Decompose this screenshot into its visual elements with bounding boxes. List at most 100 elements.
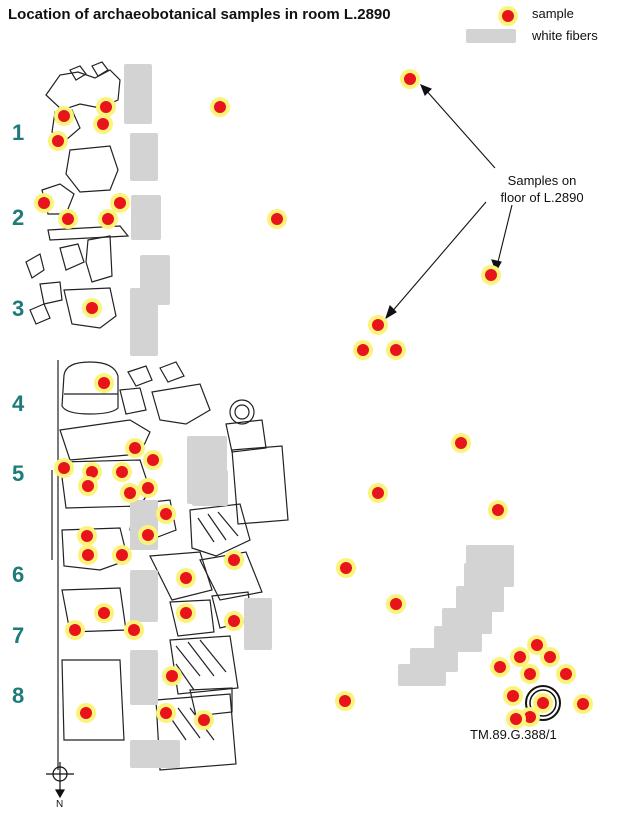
- sample-dot: [390, 598, 402, 610]
- samples-layer: [34, 6, 593, 730]
- floor-annotation-line2: floor of L.2890: [500, 190, 584, 205]
- sample-dot: [116, 549, 128, 561]
- sample-dot: [492, 504, 504, 516]
- white-fiber-patch: [398, 664, 446, 686]
- white-fiber-patch: [124, 64, 152, 124]
- white-fiber-patch: [130, 740, 180, 768]
- legend-sample-label: sample: [532, 6, 574, 21]
- sample-marker: [451, 433, 471, 453]
- sample-dot: [531, 639, 543, 651]
- sample-dot: [166, 670, 178, 682]
- sample-marker: [94, 603, 114, 623]
- sample-marker: [176, 568, 196, 588]
- row-label-3: 3: [12, 296, 25, 321]
- sample-marker: [112, 545, 132, 565]
- sample-marker: [112, 462, 132, 482]
- sample-dot: [340, 562, 352, 574]
- sample-marker: [481, 265, 501, 285]
- sample-marker: [94, 373, 114, 393]
- white-fiber-patch: [130, 304, 158, 356]
- sample-marker: [224, 611, 244, 631]
- sample-marker: [533, 693, 553, 713]
- sample-dot: [524, 668, 536, 680]
- sample-dot: [86, 302, 98, 314]
- sample-marker: [156, 703, 176, 723]
- sample-marker: [267, 209, 287, 229]
- white-fiber-patch: [192, 470, 228, 506]
- sample-dot: [82, 480, 94, 492]
- sample-marker: [143, 450, 163, 470]
- white-fiber-patch: [244, 598, 272, 650]
- sample-marker: [210, 97, 230, 117]
- sample-dot: [514, 651, 526, 663]
- sample-marker: [58, 209, 78, 229]
- sample-dot: [82, 549, 94, 561]
- sample-marker: [510, 647, 530, 667]
- sample-dot: [116, 466, 128, 478]
- sample-marker: [120, 483, 140, 503]
- sample-dot: [160, 707, 172, 719]
- white-fiber-patch: [130, 133, 158, 181]
- sample-dot: [404, 73, 416, 85]
- sample-dot: [38, 197, 50, 209]
- sample-dot: [100, 101, 112, 113]
- row-label-4: 4: [12, 391, 25, 416]
- legend-sample-marker: [498, 6, 518, 26]
- sample-marker: [573, 694, 593, 714]
- sample-dot: [52, 135, 64, 147]
- sample-marker: [335, 691, 355, 711]
- sample-marker: [98, 209, 118, 229]
- sample-dot: [180, 607, 192, 619]
- sample-dot: [494, 661, 506, 673]
- sample-marker: [162, 666, 182, 686]
- sample-dot: [228, 554, 240, 566]
- sample-dot: [214, 101, 226, 113]
- sample-dot: [198, 714, 210, 726]
- sample-dot: [69, 624, 81, 636]
- compass-cross-icon: [46, 762, 74, 799]
- sample-marker: [96, 97, 116, 117]
- sample-marker: [386, 340, 406, 360]
- sample-dot: [86, 466, 98, 478]
- sample-dot: [502, 10, 514, 22]
- floor-annotation-line1: Samples on: [507, 173, 577, 188]
- sample-marker: [506, 709, 526, 729]
- sample-dot: [97, 118, 109, 130]
- sample-dot: [507, 690, 519, 702]
- sample-dot: [180, 572, 192, 584]
- sample-marker: [54, 106, 74, 126]
- white-fiber-patch: [464, 563, 514, 587]
- sample-marker: [34, 193, 54, 213]
- sample-dot: [357, 344, 369, 356]
- sample-marker: [65, 620, 85, 640]
- sample-dot: [102, 213, 114, 225]
- sample-dot: [510, 713, 522, 725]
- sample-dot: [124, 487, 136, 499]
- sample-dot: [524, 711, 536, 723]
- sample-marker: [156, 504, 176, 524]
- sample-dot: [544, 651, 556, 663]
- sample-dot: [81, 530, 93, 542]
- sample-dot: [98, 607, 110, 619]
- white-fiber-patch: [131, 195, 161, 240]
- sample-marker: [368, 315, 388, 335]
- legend-fibers-label: white fibers: [532, 28, 598, 43]
- row-label-7: 7: [12, 623, 25, 648]
- sample-marker: [93, 114, 113, 134]
- sample-marker: [556, 664, 576, 684]
- sample-dot: [129, 442, 141, 454]
- sample-marker: [540, 647, 560, 667]
- sample-dot: [80, 707, 92, 719]
- sample-marker: [78, 476, 98, 496]
- sample-dot: [128, 624, 140, 636]
- sample-marker: [138, 525, 158, 545]
- sample-dot: [160, 508, 172, 520]
- sample-dot: [339, 695, 351, 707]
- floor-annotation: Samples on floor of L.2890: [482, 172, 602, 206]
- white-fiber-patch: [456, 586, 504, 612]
- row-label-2: 2: [12, 205, 25, 230]
- sample-marker: [353, 340, 373, 360]
- sample-dot: [455, 437, 467, 449]
- sample-dot: [537, 697, 549, 709]
